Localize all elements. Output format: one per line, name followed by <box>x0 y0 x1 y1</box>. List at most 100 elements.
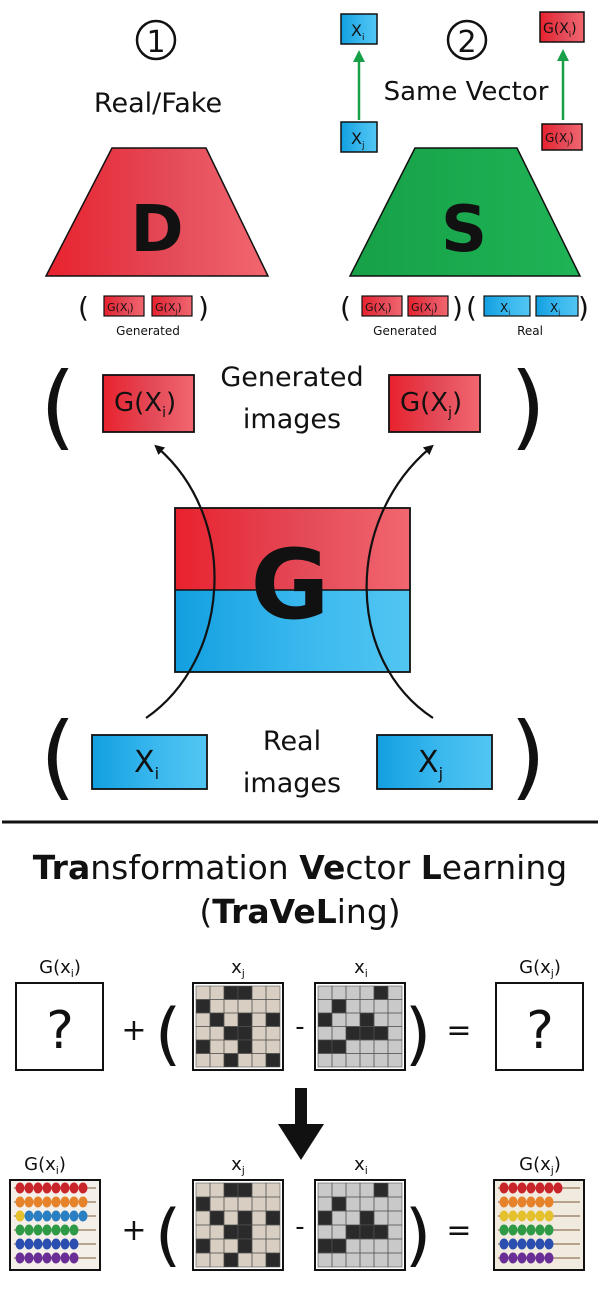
same-vector-label: Same Vector <box>384 77 549 107</box>
s-gen-chip-i: G(Xi) <box>361 295 403 317</box>
generated-image-i: G(Xi) <box>102 374 195 433</box>
row2-open-paren: ( <box>155 1196 182 1275</box>
row1-equals: = <box>446 1013 471 1048</box>
row2-crossword-xj <box>192 1179 284 1271</box>
equation-row-result: G(xi) + ( xj - xi ) = G(xj) <box>9 1154 585 1275</box>
generated-image-j: G(Xj) <box>388 374 481 433</box>
row2-minus: - <box>295 1212 304 1242</box>
row2-close-paren: ) <box>405 1196 432 1275</box>
row1-open-paren: ( <box>155 995 182 1074</box>
row1-crossword-xj <box>192 982 284 1071</box>
unknown-left-box <box>15 982 104 1071</box>
row2-equals: = <box>446 1213 471 1248</box>
row2-xi-label: xi <box>354 1154 368 1177</box>
unknown-right-question: ? <box>526 1001 554 1061</box>
generator-section: ( ) G(Xi) Generated images G(Xj) G ( ) X… <box>40 353 546 810</box>
unknown-left-question: ? <box>46 1001 74 1061</box>
row2-plus: + <box>121 1213 146 1248</box>
down-arrow <box>278 1088 324 1160</box>
unknown-left-label: G(xi) <box>39 957 81 980</box>
row1-close-paren: ) <box>405 995 432 1074</box>
row1-xi-label: xi <box>354 957 368 980</box>
row1-plus: + <box>121 1013 146 1048</box>
svg-text:G(Xj): G(Xj) <box>411 301 438 316</box>
svg-text:G(Xj): G(Xj) <box>400 388 462 421</box>
row1-crossword-xi <box>314 982 406 1071</box>
real-images-label-2: images <box>243 768 341 799</box>
generator-bottom-half <box>175 590 410 672</box>
svg-text:Xj: Xj <box>351 129 364 151</box>
d-open-paren: ( <box>78 291 89 324</box>
generated-images-label-1: Generated <box>220 362 363 393</box>
svg-text:G(Xi): G(Xi) <box>107 301 134 316</box>
d-input-chip-i: G(Xi) <box>103 295 145 317</box>
svg-text:Xi: Xi <box>351 21 364 43</box>
arrow-xi-to-gxi <box>145 444 216 719</box>
discriminator-panel: 1 Real/Fake D ( G(Xi) G(Xj) ) Generated <box>44 19 270 338</box>
row1-minus: - <box>295 1012 304 1042</box>
real-image-j: Xj <box>376 734 493 790</box>
title-part-4: L <box>420 848 442 887</box>
s-top-right-chip: G(Xi) <box>539 11 585 43</box>
d-input-chip-j: G(Xj) <box>151 295 193 317</box>
d-close-paren: ) <box>198 291 209 324</box>
traveling-title: Transformation Vector Learning <box>0 846 600 890</box>
real-image-i: Xi <box>91 734 208 790</box>
subtitle-part-1: TraVeL <box>212 892 337 931</box>
s-gen-open-paren: ( <box>340 291 351 324</box>
svg-text:G(Xj): G(Xj) <box>545 131 574 147</box>
svg-text:Xj: Xj <box>418 745 443 783</box>
s-generated-label: Generated <box>373 324 437 338</box>
abacus-left-label: G(xi) <box>24 1154 66 1177</box>
s-gen-chip-j: G(Xj) <box>407 295 449 317</box>
step-1-number: 1 <box>146 25 165 60</box>
gen-big-close-paren: ) <box>510 353 546 460</box>
svg-text:G(Xi): G(Xi) <box>543 21 577 39</box>
siamese-letter: S <box>441 193 487 267</box>
step-1-circle <box>135 19 177 61</box>
d-generated-label: Generated <box>116 324 180 338</box>
title-part-0: Tra <box>32 848 91 887</box>
generator-letter: G <box>251 529 330 641</box>
svg-text:G(Xi): G(Xi) <box>365 301 392 316</box>
traveling-title-block: Transformation Vector Learning (TraVeLin… <box>0 846 600 934</box>
discriminator-letter: D <box>130 193 183 267</box>
row2-xj-label: xj <box>231 1154 245 1177</box>
s-real-label: Real <box>517 324 543 338</box>
real-big-close-paren: ) <box>510 703 546 810</box>
s-top-left-chip: Xi <box>340 13 378 45</box>
svg-text:G(Xi): G(Xi) <box>114 388 176 421</box>
real-fake-label: Real/Fake <box>94 88 222 119</box>
row2-crossword-xi <box>314 1179 406 1271</box>
subtitle-part-0: ( <box>199 892 213 931</box>
abacus-right-image <box>493 1179 585 1271</box>
title-part-5: earning <box>441 848 568 887</box>
svg-text:Xi: Xi <box>500 301 510 317</box>
row1-xj-label: xj <box>231 957 245 980</box>
svg-text:G(Xj): G(Xj) <box>155 301 182 316</box>
title-part-1: nsformation <box>90 848 300 887</box>
s-real-open-paren: ( <box>466 291 477 324</box>
real-images-label-1: Real <box>263 726 321 757</box>
unknown-right-label: G(xj) <box>519 957 561 980</box>
step-2-circle <box>446 19 488 61</box>
real-big-open-paren: ( <box>40 703 76 810</box>
s-bottom-right-chip: G(Xj) <box>541 123 583 151</box>
step-2-number: 2 <box>457 25 476 60</box>
siamese-trapezoid <box>348 147 582 277</box>
equation-row-unknown: G(xi) ? + ( xj - xi ) = G(xj) ? <box>15 957 584 1074</box>
abacus-left-image <box>9 1179 101 1271</box>
s-bottom-left-chip: Xj <box>340 121 378 153</box>
unknown-right-box <box>495 982 584 1071</box>
traveling-subtitle: (TraVeLing) <box>0 890 600 934</box>
svg-text:Xi: Xi <box>134 745 159 783</box>
s-real-chip-i: Xi <box>483 295 531 317</box>
gen-big-open-paren: ( <box>40 353 76 460</box>
s-gen-close-paren: ) <box>452 291 463 324</box>
s-real-chip-j: Xj <box>535 295 579 317</box>
title-part-2: Ve <box>299 848 346 887</box>
siamese-panel: 2 Xi Xj G(Xi) G(Xj) Same Vector S ( G(Xi… <box>340 11 589 338</box>
s-real-close-paren: ) <box>578 291 589 324</box>
subtitle-part-2: ing) <box>336 892 401 931</box>
